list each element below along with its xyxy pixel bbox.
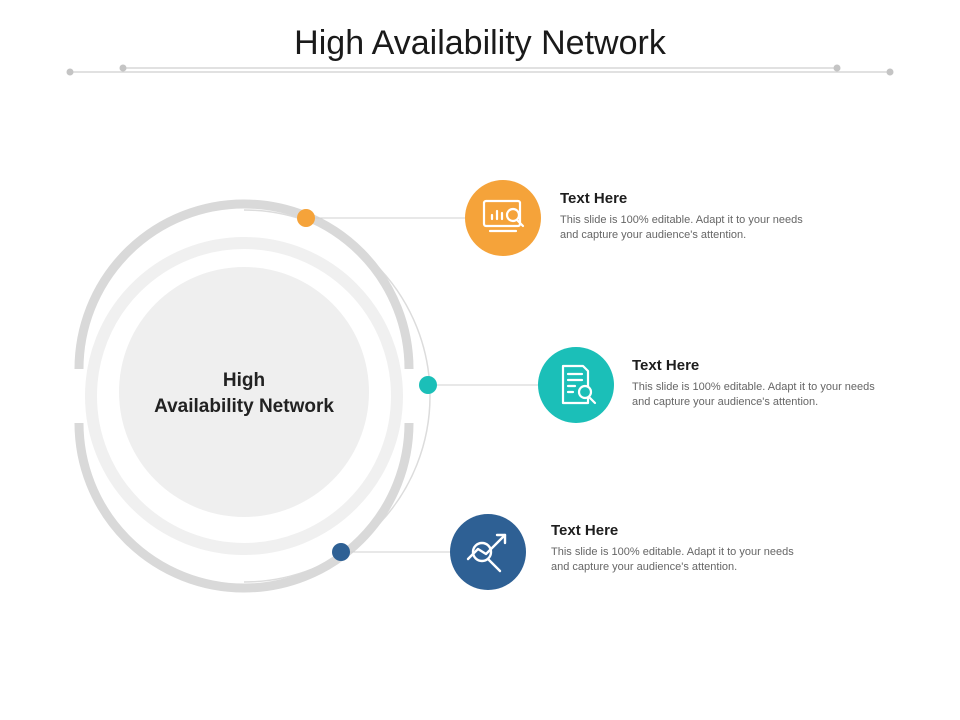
item-3-text: Text Here This slide is 100% editable. A… [551,522,811,575]
item-1-description: This slide is 100% editable. Adapt it to… [560,214,803,241]
monitor-analytics-icon [482,199,525,233]
page-title: High Availability Network [294,24,666,62]
item-2-title: Text Here [632,357,700,374]
connector-lines [306,217,541,553]
center-label-line-2: Availability Network [154,396,334,417]
connector-dot-2 [419,376,437,394]
center-label-line-1: High [222,370,266,391]
item-2-text: Text Here This slide is 100% editable. A… [632,357,892,410]
item-2-badge [538,347,614,423]
item-1-badge [465,180,541,256]
item-1-text: Text Here This slide is 100% editable. A… [560,190,820,243]
document-search-icon [561,364,597,405]
center-label: High Availability Network [118,368,370,420]
title-divider [66,64,894,76]
center-circle [119,267,369,517]
item-3-title: Text Here [551,522,619,539]
item-3-description: This slide is 100% editable. Adapt it to… [551,546,794,573]
connector-dot-3 [332,543,350,561]
growth-search-icon [466,533,507,573]
connector-dot-1 [297,209,315,227]
item-1-title: Text Here [560,190,628,207]
item-3-badge [450,514,526,590]
item-2-description: This slide is 100% editable. Adapt it to… [632,381,875,408]
